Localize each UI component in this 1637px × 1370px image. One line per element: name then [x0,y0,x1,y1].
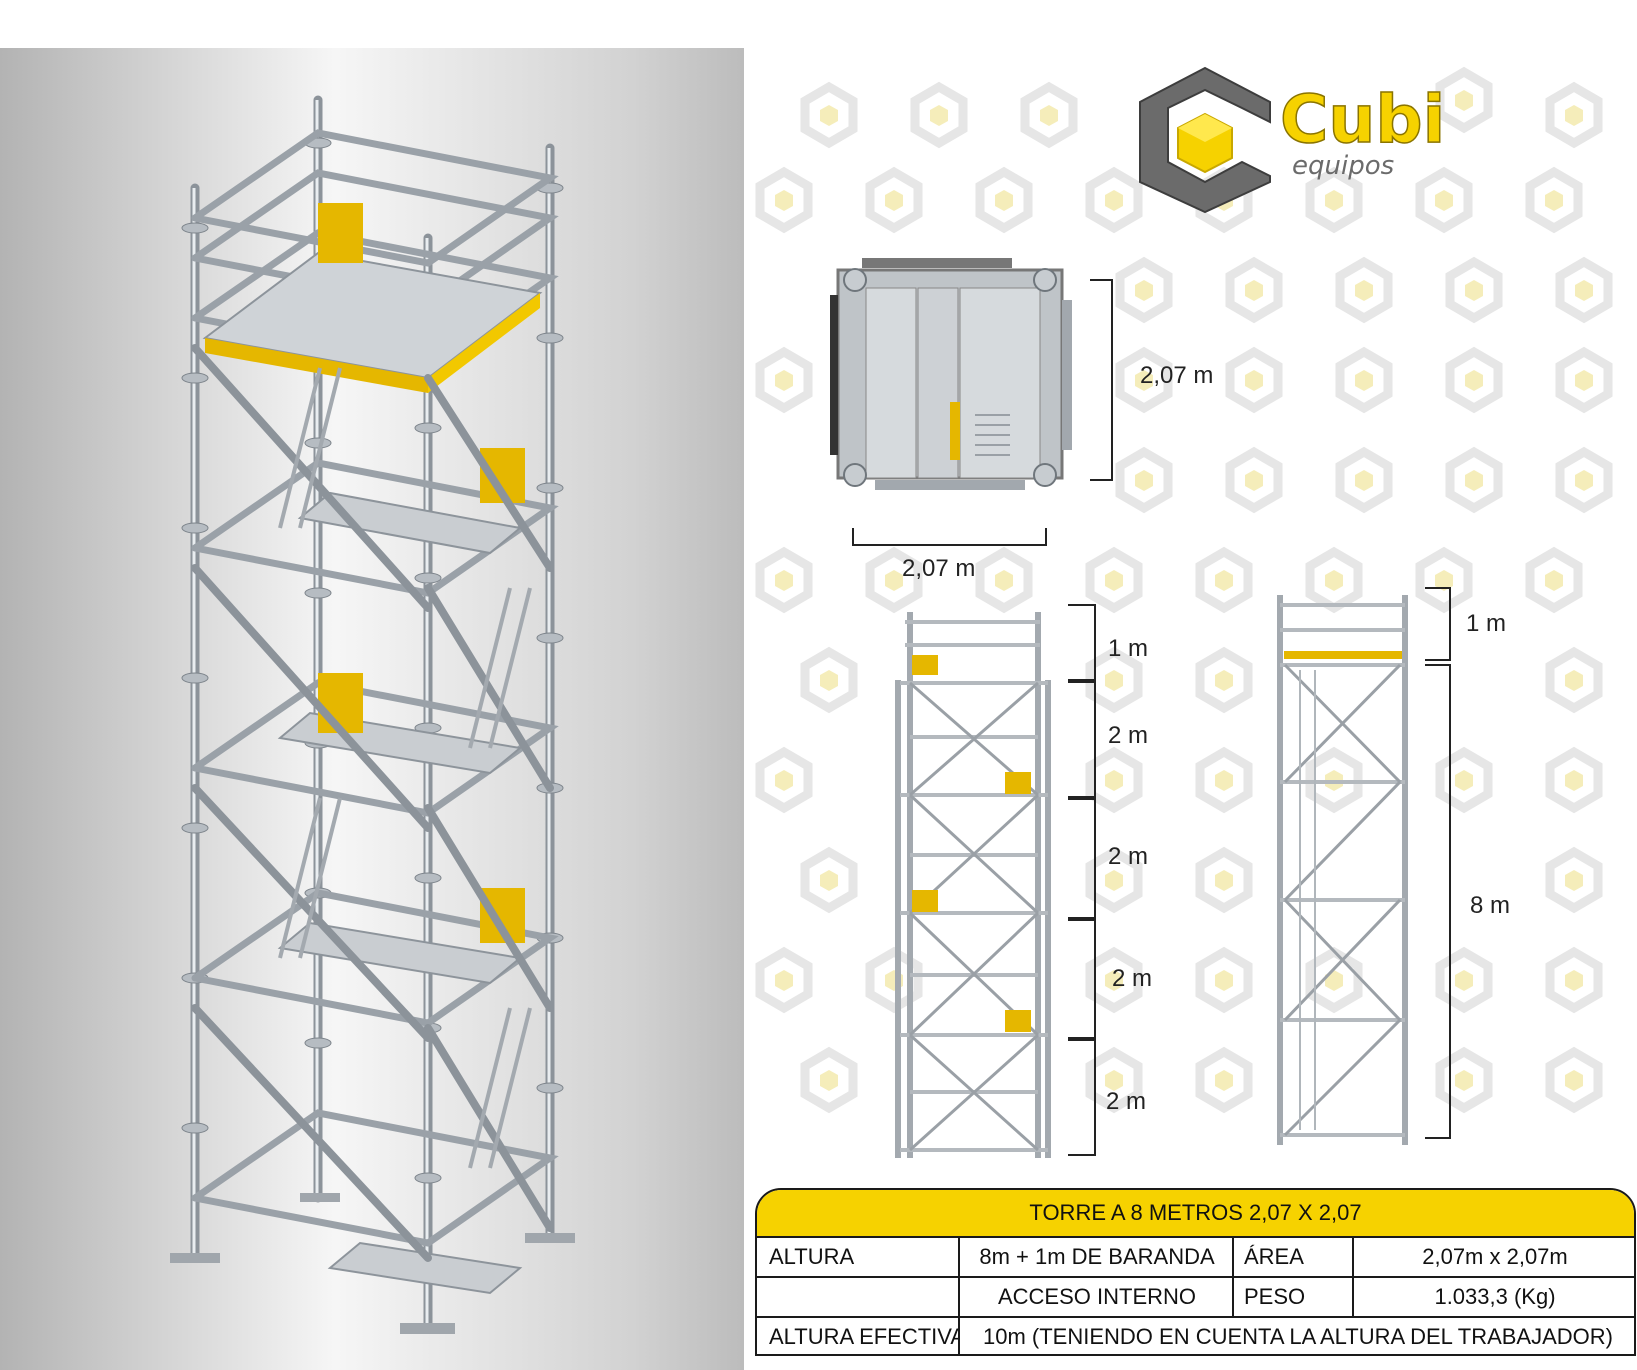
table-row: ACCESO INTERNO PESO 1.033,3 (Kg) [757,1278,1634,1318]
cubi-logo: Cubi equipos [1139,66,1446,214]
tower-3d-illustration [170,95,575,1334]
plan-view [830,258,1113,546]
front-elevation [895,604,1096,1158]
front-segment-label-4: 2 m [1112,965,1153,992]
plan-width-label: 2,07 m [902,555,976,582]
plan-depth-label: 2,07 m [1140,362,1214,389]
side-total-label: 8 m [1470,892,1511,919]
logo-wordmark: Cubi [1280,81,1445,158]
side-elevation [1277,587,1451,1145]
front-segment-label-3: 2 m [1108,843,1149,870]
front-segment-label-5: 2 m [1106,1088,1147,1115]
row-label [757,1278,960,1316]
row-value: 8m + 1m DE BARANDA [962,1238,1234,1276]
tower-render-panel [0,48,744,1370]
row-label: ALTURA [757,1238,960,1276]
row-value-2: 2,07m x 2,07m [1422,1244,1568,1269]
side-railing-label: 1 m [1466,610,1507,637]
row-value: ACCESO INTERNO [962,1278,1234,1316]
row-label-2: PESO [1234,1278,1354,1316]
logo-tagline: equipos [1292,151,1394,181]
front-segment-label-2: 2 m [1108,722,1149,749]
row-label: ALTURA EFECTIVA [757,1318,960,1354]
row-label-2: ÁREA [1234,1238,1354,1276]
spec-table-title: TORRE A 8 METROS 2,07 X 2,07 [757,1190,1634,1238]
front-segment-label-1: 1 m [1108,635,1149,662]
row-value: 10m (TENIENDO EN CUENTA LA ALTURA DEL TR… [983,1324,1613,1349]
table-row: ALTURA 8m + 1m DE BARANDA ÁREA 2,07m x 2… [757,1238,1634,1278]
table-row-effective-height: ALTURA EFECTIVA 10m (TENIENDO EN CUENTA … [757,1318,1634,1354]
spec-table: TORRE A 8 METROS 2,07 X 2,07 ALTURA 8m +… [755,1188,1636,1356]
row-value-2: 1.033,3 (Kg) [1434,1284,1556,1309]
